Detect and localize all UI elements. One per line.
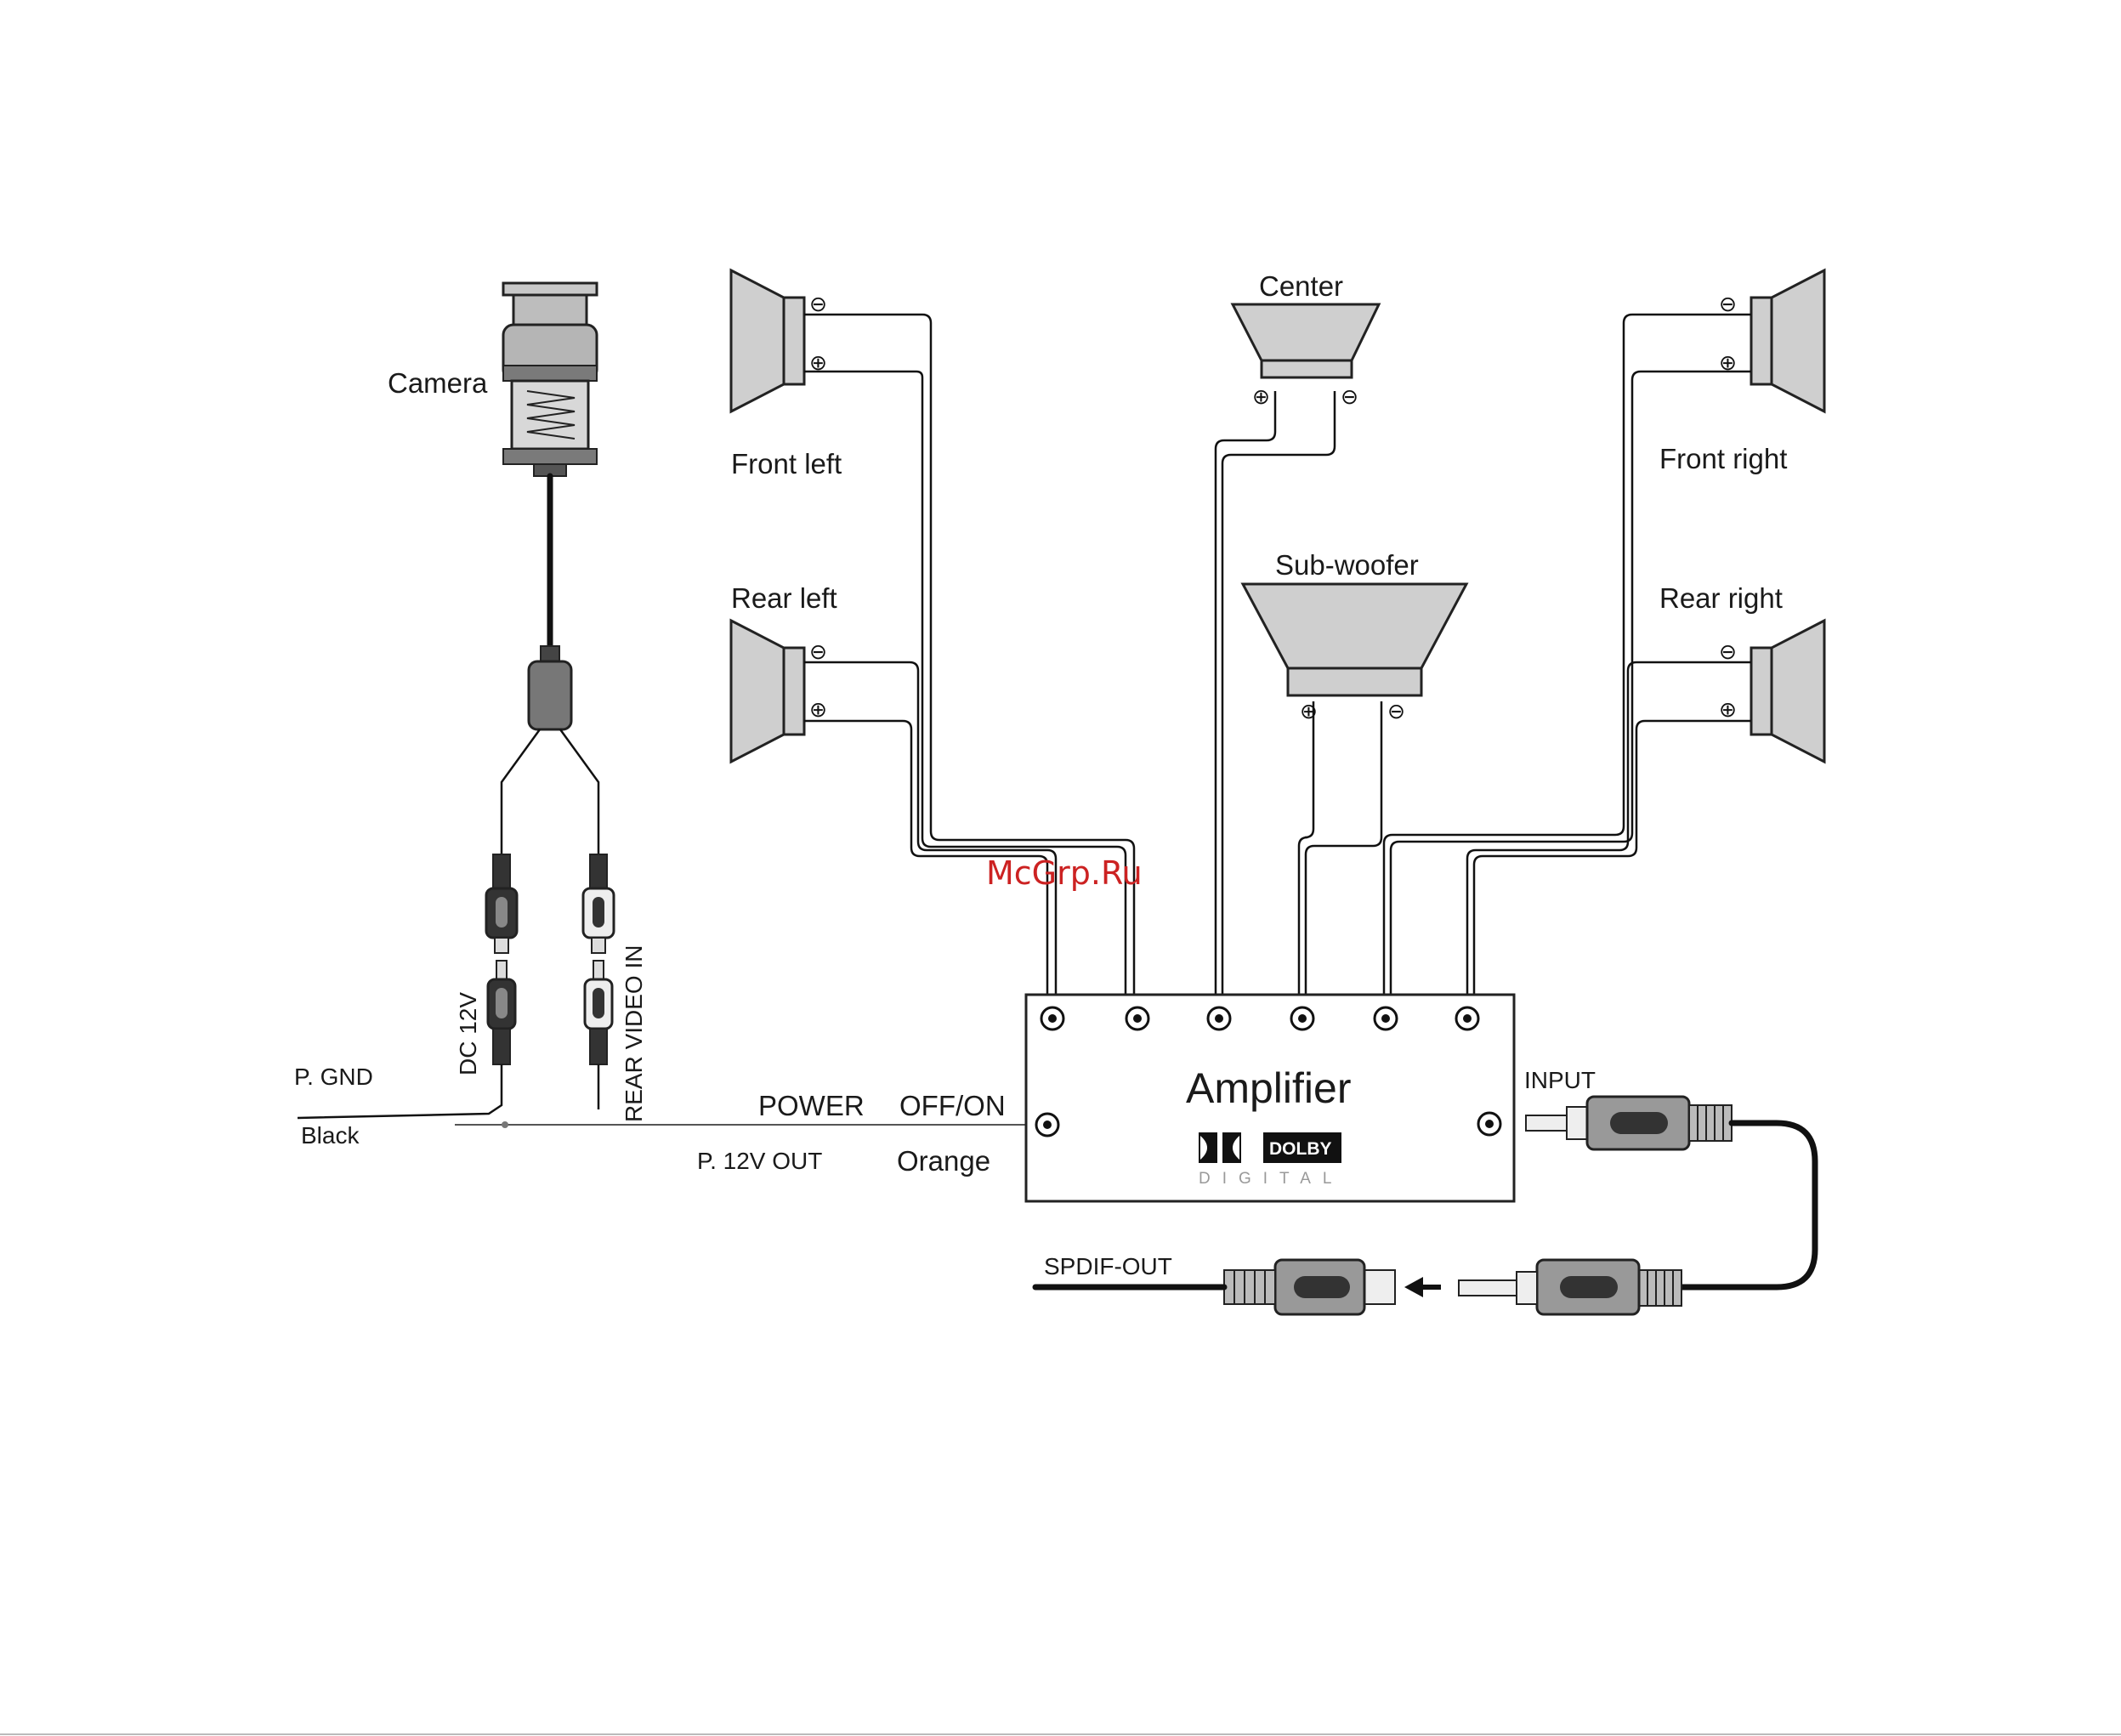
spdif-arrow-icon bbox=[1404, 1277, 1441, 1297]
speaker-front-right bbox=[1751, 270, 1824, 411]
speaker-wires-right bbox=[1384, 315, 1751, 1012]
rear-right-minus: ⊖ bbox=[1719, 639, 1737, 664]
speaker-rear-left bbox=[731, 621, 804, 762]
speaker-subwoofer bbox=[1243, 584, 1466, 695]
sub-woofer-label: Sub-woofer bbox=[1275, 549, 1419, 581]
rca-plug-video-upper bbox=[583, 854, 614, 953]
rca-plug-dc12v-lower bbox=[488, 961, 515, 1064]
speaker-wires-left bbox=[804, 315, 1134, 1012]
camera-branch-left bbox=[502, 729, 540, 854]
watermark: McGrp.Ru bbox=[986, 854, 1143, 892]
power-label: POWER bbox=[758, 1090, 865, 1121]
front-left-minus: ⊖ bbox=[809, 292, 827, 316]
black-label: Black bbox=[301, 1122, 360, 1149]
center-plus: ⊕ bbox=[1252, 384, 1270, 409]
rear-video-in-label: REAR VIDEO IN bbox=[621, 945, 647, 1122]
amplifier-label: Amplifier bbox=[1186, 1064, 1351, 1112]
dc12v-label: DC 12V bbox=[455, 992, 481, 1075]
spdif-out-plug bbox=[1224, 1260, 1395, 1314]
rear-right-label: Rear right bbox=[1659, 582, 1783, 614]
speaker-rear-right bbox=[1751, 621, 1824, 762]
camera-branch-right bbox=[560, 729, 598, 854]
front-left-label: Front left bbox=[731, 448, 842, 479]
dolby-text: DOLBY bbox=[1269, 1139, 1332, 1159]
rca-plug-dc12v-upper bbox=[486, 854, 517, 953]
center-minus: ⊖ bbox=[1341, 384, 1358, 409]
input-label: INPUT bbox=[1524, 1067, 1596, 1093]
off-on-label: OFF/ON bbox=[899, 1090, 1006, 1121]
front-right-label: Front right bbox=[1659, 443, 1787, 474]
camera-cable-junction bbox=[529, 646, 571, 729]
power-junction bbox=[502, 1121, 508, 1128]
loop-optical-plug bbox=[1459, 1260, 1681, 1314]
rear-left-label: Rear left bbox=[731, 582, 837, 614]
rca-plug-video-lower bbox=[585, 961, 612, 1064]
digital-text: DIGITAL bbox=[1199, 1170, 1344, 1188]
speaker-center bbox=[1233, 304, 1379, 377]
rear-left-plus: ⊕ bbox=[809, 697, 827, 722]
speaker-front-left bbox=[731, 270, 804, 411]
orange-label: Orange bbox=[897, 1145, 990, 1177]
p12v-out-label: P. 12V OUT bbox=[697, 1148, 822, 1174]
camera-label: Camera bbox=[388, 367, 488, 399]
front-right-minus: ⊖ bbox=[1719, 292, 1737, 316]
p-gnd-label: P. GND bbox=[294, 1064, 373, 1090]
subwoofer-plus: ⊕ bbox=[1300, 699, 1318, 723]
spdif-out-label: SPDIF-OUT bbox=[1044, 1253, 1172, 1279]
input-optical-plug bbox=[1526, 1097, 1732, 1149]
subwoofer-minus: ⊖ bbox=[1387, 699, 1405, 723]
center-label: Center bbox=[1259, 270, 1343, 302]
rear-left-minus: ⊖ bbox=[809, 639, 827, 664]
rear-right-plus: ⊕ bbox=[1719, 697, 1737, 722]
optical-loop-cable bbox=[1681, 1123, 1815, 1287]
camera bbox=[503, 283, 597, 476]
speaker-wires-subwoofer bbox=[1299, 701, 1381, 1012]
